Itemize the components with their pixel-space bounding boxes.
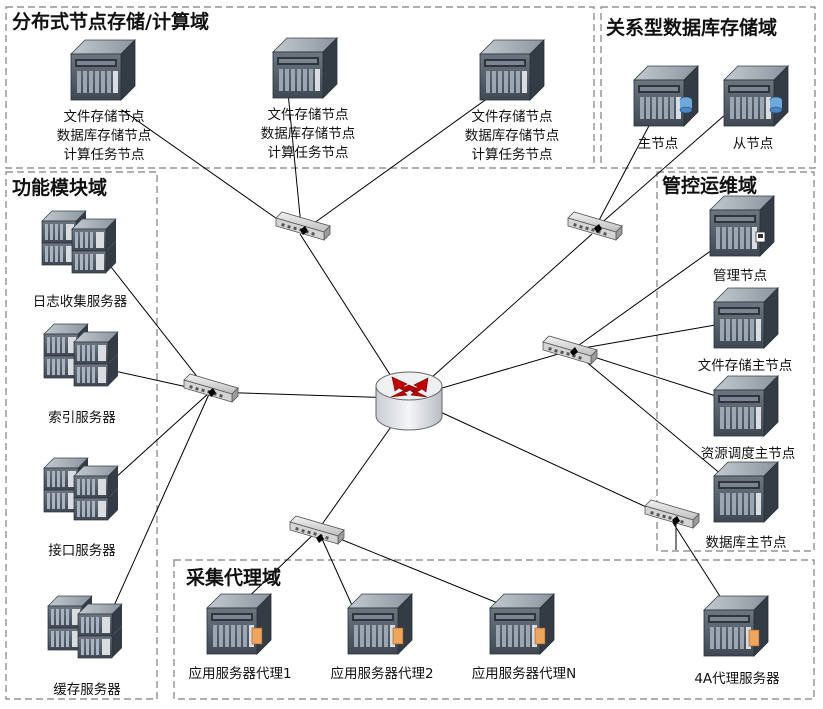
index-server-label: 索引服务器	[48, 410, 116, 426]
switch-icon	[183, 373, 239, 403]
region-ops-border	[656, 171, 815, 552]
dist3-label-line3: 计算任务节点	[472, 147, 553, 163]
master-node-label: 主节点	[638, 136, 679, 152]
dist2-label-line2: 数据库存储节点	[261, 126, 356, 142]
switch-icon	[567, 211, 623, 241]
db-master-node-label: 数据库主节点	[706, 535, 787, 551]
server-icon	[479, 39, 545, 101]
switch-icon	[289, 515, 345, 545]
switch-icon	[542, 335, 598, 365]
port-markers	[208, 224, 680, 543]
master-db-server-icon	[633, 65, 699, 127]
region-function-title: 功能模块域	[12, 176, 107, 199]
switch-icon	[275, 211, 331, 241]
dist1-label-line2: 数据库存储节点	[57, 128, 152, 144]
core-router-icon	[375, 371, 443, 431]
region-collect-title: 采集代理域	[186, 566, 281, 589]
proxy1-label: 应用服务器代理1	[188, 665, 291, 682]
region-collect-border	[173, 559, 815, 700]
server-icon	[713, 375, 779, 437]
server-icon	[272, 37, 338, 99]
slave-db-server-icon	[723, 65, 789, 127]
server-icon	[70, 39, 136, 101]
management-server-icon	[709, 195, 775, 257]
interface-server-label: 接口服务器	[48, 542, 116, 559]
proxy-server-icon	[489, 593, 555, 655]
proxy-server-icon	[206, 593, 272, 655]
cache-server-label: 缓存服务器	[53, 682, 121, 698]
switch-icon	[644, 499, 700, 529]
connection-lines	[103, 71, 745, 629]
scheduler-master-node-label: 资源调度主节点	[701, 446, 796, 462]
file-master-node-label: 文件存储主节点	[698, 358, 793, 374]
dist1-label-line1: 文件存储节点	[64, 109, 145, 125]
proxy-4a-label: 4A代理服务器	[694, 671, 780, 687]
rack-server-icon	[41, 210, 117, 274]
region-relational-title: 关系型数据库存储域	[606, 16, 777, 39]
server-icon	[713, 461, 779, 523]
dist2-label-line3: 计算任务节点	[268, 145, 349, 161]
slave-node-label: 从节点	[733, 136, 774, 152]
log-server-label: 日志收集服务器	[33, 294, 128, 310]
proxy2-label: 应用服务器代理2	[330, 665, 433, 682]
rack-server-icon	[43, 457, 119, 521]
region-function-border	[5, 171, 158, 700]
management-node-label: 管理节点	[713, 268, 767, 284]
dist3-label-line1: 文件存储节点	[472, 109, 553, 125]
region-ops-title: 管控运维域	[662, 174, 757, 197]
dist3-label-line2: 数据库存储节点	[465, 128, 560, 144]
dist2-label-line1: 文件存储节点	[268, 107, 349, 123]
rack-server-icon	[43, 323, 119, 387]
region-distributed-title: 分布式节点存储/计算域	[12, 10, 209, 33]
proxyN-label: 应用服务器代理N	[472, 665, 577, 682]
proxy-4a-server-icon	[703, 595, 769, 657]
proxy-server-icon	[347, 593, 413, 655]
dist1-label-line3: 计算任务节点	[64, 147, 145, 163]
server-icon	[713, 287, 779, 349]
rack-server-icon	[47, 595, 123, 659]
